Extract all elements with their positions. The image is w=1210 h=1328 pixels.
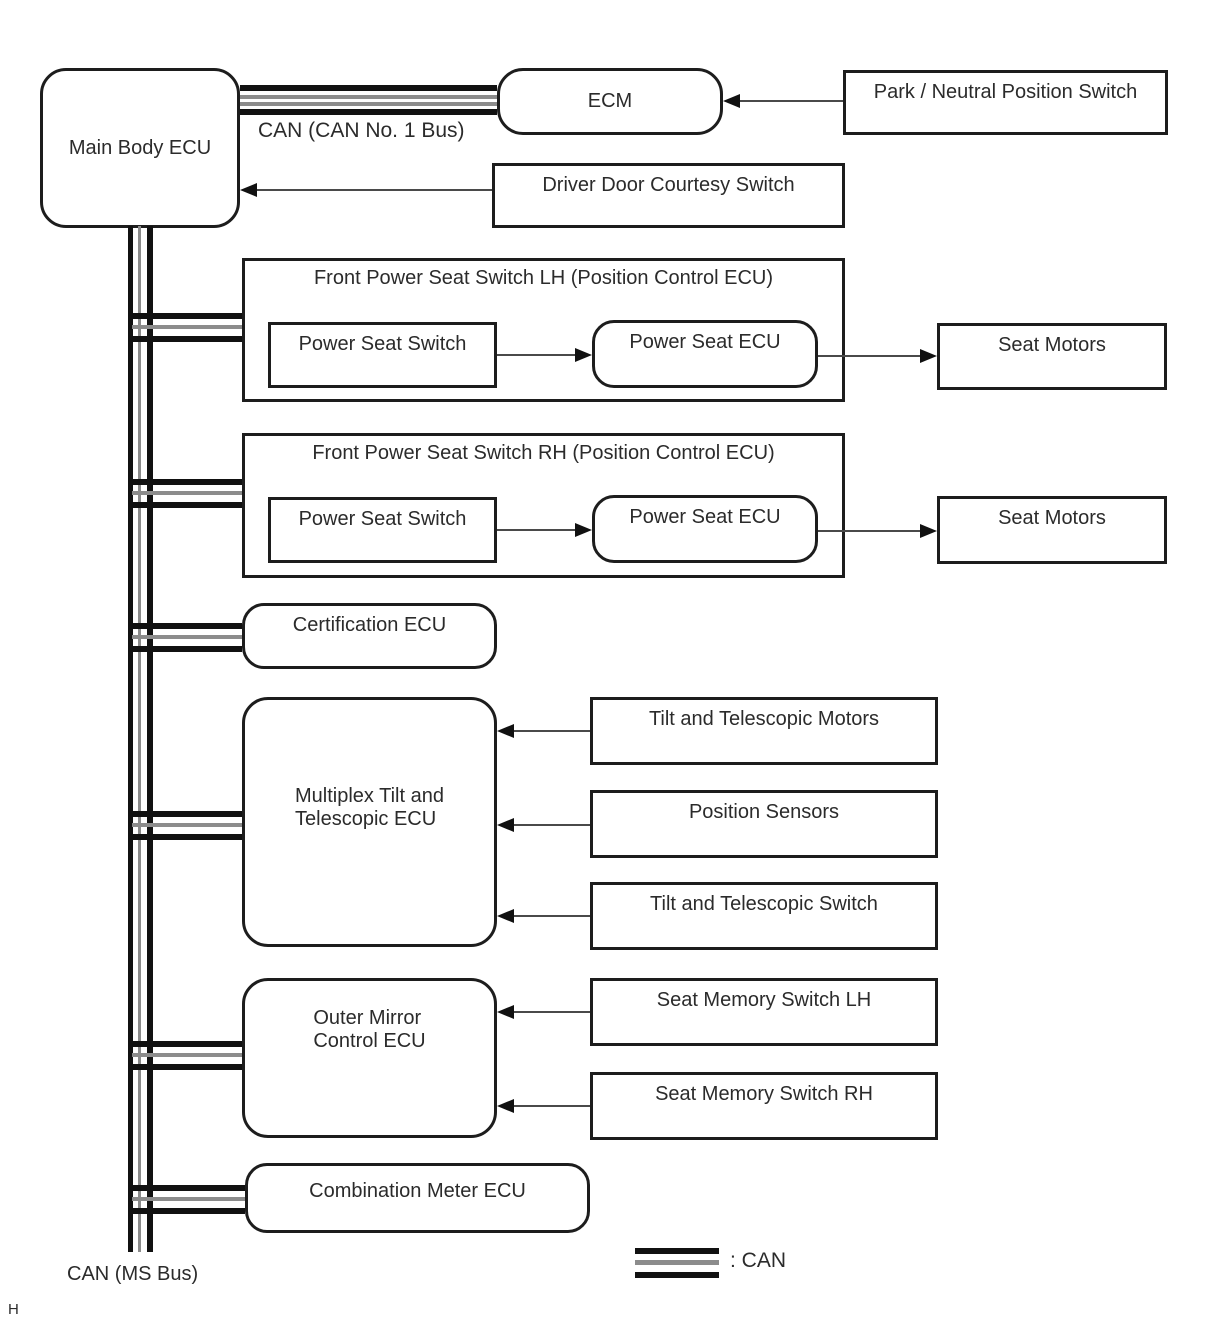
node-tilt-telescopic-switch: Tilt and Telescopic Switch (590, 882, 938, 950)
arrow-memory-lh-to-outer-mirror (512, 1011, 590, 1013)
node-power-seat-ecu-rh: Power Seat ECU (592, 495, 818, 563)
can-line (132, 336, 242, 342)
arrowhead-left-icon (497, 818, 514, 832)
page-marker: H (8, 1301, 19, 1318)
arrow-memory-rh-to-outer-mirror (512, 1105, 590, 1107)
node-label: Combination Meter ECU (309, 1180, 526, 1202)
arrow-position-sensors-to-multiplex (512, 824, 590, 826)
can-line (147, 226, 153, 1252)
group-title: Front Power Seat Switch LH (Position Con… (313, 267, 774, 289)
can-line (132, 1064, 242, 1070)
can-line (635, 1272, 719, 1278)
arrow-ecu-to-motors-rh (818, 530, 921, 532)
arrowhead-left-icon (723, 94, 740, 108)
arrowhead-right-icon (575, 348, 592, 362)
node-label: ECM (587, 90, 633, 112)
arrow-switch-to-ecu-rh (497, 529, 577, 531)
arrowhead-left-icon (497, 724, 514, 738)
node-label: Seat Motors (998, 507, 1106, 529)
node-label: Power Seat ECU (629, 506, 781, 528)
node-label: Multiplex Tilt and Telescopic ECU (295, 785, 444, 830)
can-line (635, 1260, 719, 1265)
node-seat-motors-lh: Seat Motors (937, 323, 1167, 390)
can-line (132, 646, 242, 652)
node-seat-memory-switch-rh: Seat Memory Switch RH (590, 1072, 938, 1140)
can-line (240, 102, 497, 106)
node-outer-mirror-control-ecu: Outer Mirror Control ECU (242, 978, 497, 1138)
can-line (132, 1185, 245, 1191)
node-label: Power Seat ECU (629, 331, 781, 353)
can-no1-bus-label: CAN (CAN No. 1 Bus) (258, 119, 465, 142)
arrow-driver-door-to-main-body (254, 189, 492, 191)
node-label: Seat Memory Switch RH (655, 1083, 873, 1105)
can-line (132, 491, 242, 495)
node-label: Park / Neutral Position Switch (873, 81, 1138, 103)
node-label: Certification ECU (292, 614, 447, 636)
arrowhead-right-icon (920, 524, 937, 538)
can-line (132, 325, 242, 329)
arrow-park-to-ecm (737, 100, 843, 102)
node-seat-motors-rh: Seat Motors (937, 496, 1167, 564)
arrowhead-left-icon (240, 183, 257, 197)
can-line (132, 635, 242, 639)
node-position-sensors: Position Sensors (590, 790, 938, 858)
can-line (635, 1248, 719, 1254)
node-label: Tilt and Telescopic Switch (650, 893, 878, 915)
arrow-tilt-motors-to-multiplex (512, 730, 590, 732)
arrowhead-left-icon (497, 1005, 514, 1019)
node-label: Seat Memory Switch LH (656, 989, 872, 1011)
node-label: Tilt and Telescopic Motors (648, 708, 880, 730)
legend-can-label: : CAN (730, 1249, 787, 1272)
node-park-neutral-position-switch: Park / Neutral Position Switch (843, 70, 1168, 135)
node-ecm: ECM (497, 68, 723, 135)
can-line (132, 1197, 245, 1201)
node-seat-memory-switch-lh: Seat Memory Switch LH (590, 978, 938, 1046)
can-line (132, 313, 242, 319)
node-label: Driver Door Courtesy Switch (542, 174, 795, 196)
can-ms-bus-label: CAN (MS Bus) (67, 1263, 199, 1285)
node-label: Main Body ECU (68, 136, 212, 159)
can-line (132, 502, 242, 508)
node-tilt-telescopic-motors: Tilt and Telescopic Motors (590, 697, 938, 765)
group-title: Front Power Seat Switch RH (Position Con… (312, 442, 775, 464)
can-line (138, 226, 141, 1252)
node-power-seat-ecu-lh: Power Seat ECU (592, 320, 818, 388)
node-combination-meter-ecu: Combination Meter ECU (245, 1163, 590, 1233)
can-line (132, 1208, 245, 1214)
can-line (132, 1053, 242, 1057)
node-label: Seat Motors (998, 334, 1106, 356)
node-label: Power Seat Switch (298, 333, 467, 355)
node-label: Position Sensors (688, 801, 840, 823)
arrowhead-right-icon (920, 349, 937, 363)
arrowhead-right-icon (575, 523, 592, 537)
node-driver-door-courtesy-switch: Driver Door Courtesy Switch (492, 163, 845, 228)
can-line (132, 834, 242, 840)
arrowhead-left-icon (497, 909, 514, 923)
can-line (132, 623, 242, 629)
can-line (240, 95, 497, 99)
can-line (128, 226, 133, 1252)
can-line (132, 1041, 242, 1047)
can-line (240, 85, 497, 91)
node-main-body-ecu: Main Body ECU (40, 68, 240, 228)
arrow-tilt-switch-to-multiplex (512, 915, 590, 917)
node-multiplex-tilt-telescopic-ecu: Multiplex Tilt and Telescopic ECU (242, 697, 497, 947)
arrow-switch-to-ecu-lh (497, 354, 577, 356)
node-power-seat-switch-lh: Power Seat Switch (268, 322, 497, 388)
arrowhead-left-icon (497, 1099, 514, 1113)
node-certification-ecu: Certification ECU (242, 603, 497, 669)
can-line (240, 109, 497, 115)
node-power-seat-switch-rh: Power Seat Switch (268, 497, 497, 563)
arrow-ecu-to-motors-lh (818, 355, 921, 357)
can-line (132, 811, 242, 817)
node-label: Outer Mirror Control ECU (313, 1007, 426, 1052)
can-line (132, 479, 242, 485)
can-line (132, 823, 242, 827)
node-label: Power Seat Switch (298, 508, 467, 530)
